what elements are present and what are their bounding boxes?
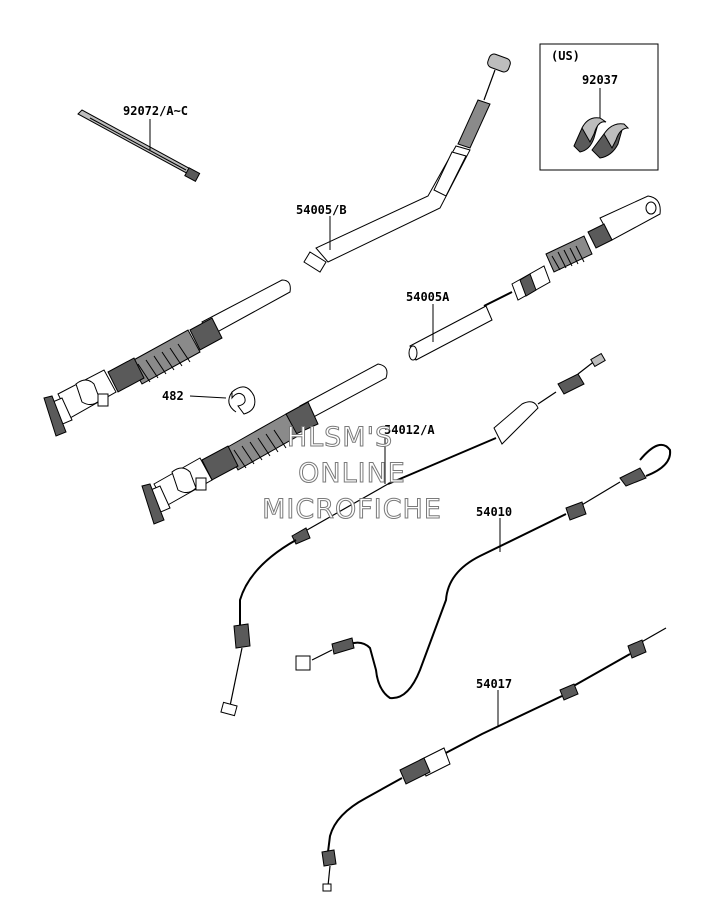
cable-tie-92072[interactable] xyxy=(77,109,201,183)
cable-54005a[interactable] xyxy=(408,195,661,361)
inset-us: (US) xyxy=(539,43,659,171)
inset-frame xyxy=(539,43,659,171)
watermark-line3: MICROFICHE xyxy=(262,494,442,525)
label-92037: 92037 xyxy=(582,73,618,87)
cable-54010[interactable] xyxy=(295,443,672,700)
lever-assembly-lower[interactable] xyxy=(141,363,388,525)
e-clip-482[interactable] xyxy=(228,386,256,415)
label-54017: 54017 xyxy=(476,677,512,691)
clamp-92037[interactable] xyxy=(573,117,630,159)
watermark-line1: HLSM'S xyxy=(287,422,393,453)
label-482: 482 xyxy=(162,389,184,403)
cable-54005b[interactable] xyxy=(303,53,512,273)
watermark: HLSM'S ONLINE MICROFICHE xyxy=(262,422,442,526)
label-54010: 54010 xyxy=(476,505,512,519)
label-92072: 92072/A~C xyxy=(123,104,188,118)
cable-54017[interactable] xyxy=(321,627,667,892)
cable-54012a[interactable] xyxy=(220,352,606,717)
inset-title: (US) xyxy=(551,49,580,63)
label-54005b: 54005/B xyxy=(296,203,347,217)
label-54005a: 54005A xyxy=(406,290,450,304)
lever-assembly-upper[interactable] xyxy=(43,279,291,437)
label-54012a: 54012/A xyxy=(384,423,435,437)
watermark-line2: ONLINE xyxy=(298,458,406,489)
